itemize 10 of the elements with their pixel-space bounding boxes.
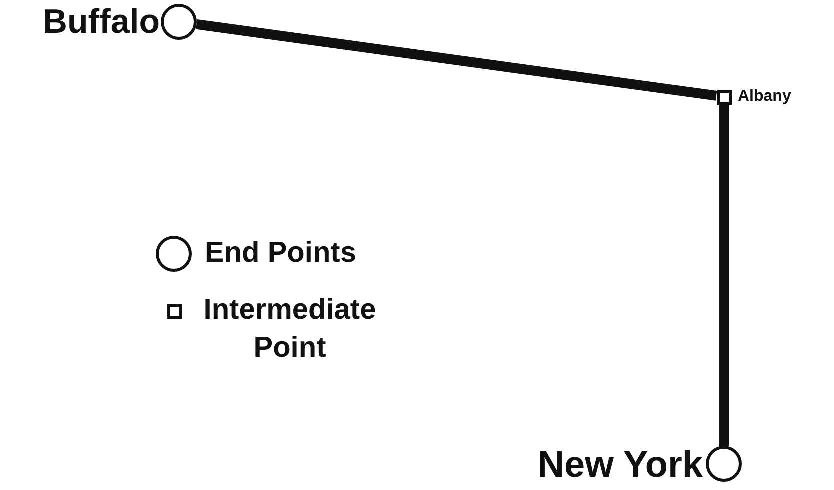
city-label: Buffalo [42, 5, 160, 39]
end-point-circle [161, 4, 197, 40]
intermediate-point-square [716, 90, 732, 104]
route-line [196, 20, 718, 101]
city-label: New York [538, 446, 703, 482]
route-line [719, 104, 729, 446]
legend-text: End Points [205, 236, 356, 271]
end-point-circle [706, 446, 742, 482]
legend-text: Intermediate Point [202, 293, 378, 366]
city-label: Albany [738, 89, 792, 105]
